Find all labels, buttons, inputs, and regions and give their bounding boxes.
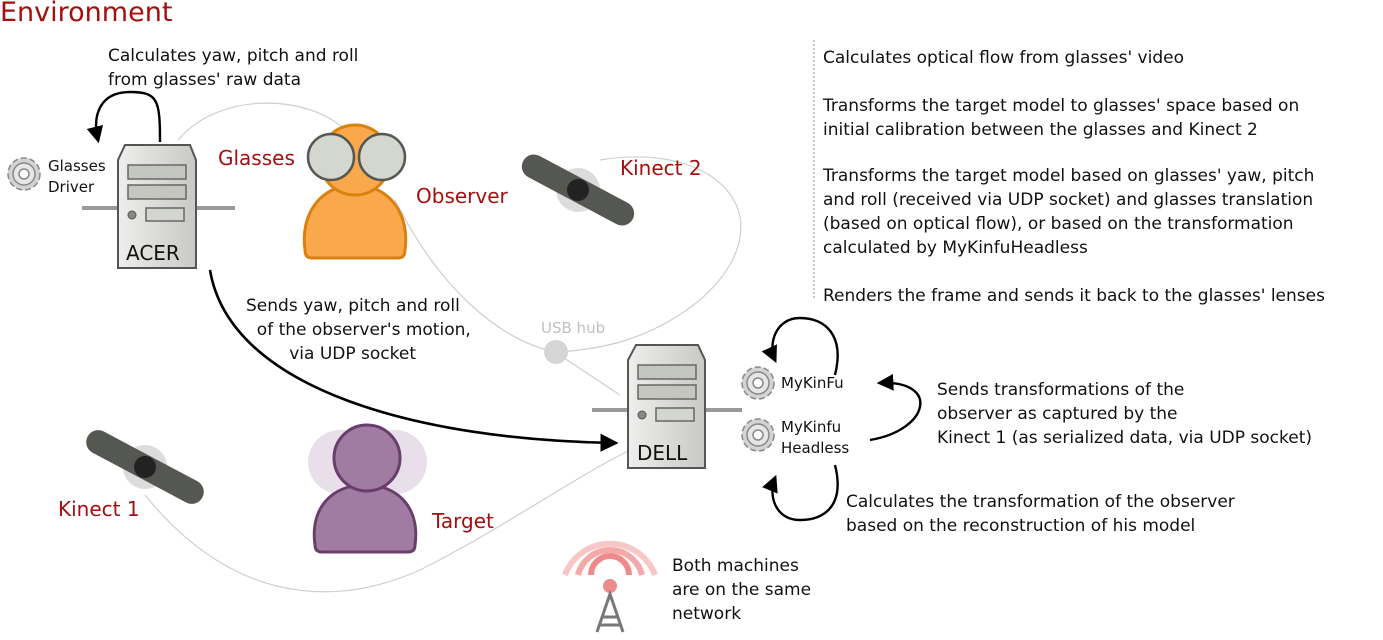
kinect1-label: Kinect 1 [58, 497, 140, 521]
arrow-mykinfu-selfloop [761, 316, 839, 376]
kinect1-icon [86, 430, 204, 504]
gear-icon-glasses-driver [7, 157, 41, 191]
target-label: Target [432, 509, 494, 533]
dell-task-render: Renders the frame and sends it back to t… [823, 286, 1325, 306]
cable-glasses-usbhub [394, 199, 556, 353]
dell-task-transform: Transforms the target model based on gla… [823, 166, 1315, 258]
glasses-driver-label: Glasses Driver [48, 157, 106, 196]
mykinfu-headless-label: MyKinfu Headless [781, 418, 850, 457]
gear-icon-mykinfu-headless [741, 418, 775, 452]
arrow-acer-selfloop [86, 90, 162, 144]
acer-label: ACER [126, 241, 180, 265]
usb-hub-dot [544, 340, 568, 364]
sends-ypr-note: Sends yaw, pitch and roll of the observe… [246, 296, 471, 364]
network-note: Both machines are on the same network [672, 556, 812, 624]
mykinfu-label: MyKinFu [781, 374, 844, 392]
dell-label: DELL [637, 441, 688, 465]
kinect2-icon [521, 154, 635, 226]
arrow-headless-selfloop [762, 464, 839, 522]
dell-server-icon [592, 344, 742, 469]
usb-hub-label: USB hub [541, 319, 606, 337]
cable-kinect1-dell [144, 449, 631, 593]
cable-usbhub-dell [554, 351, 621, 396]
connection-cables [144, 102, 742, 593]
cable-kinect2-usbhub [554, 156, 742, 353]
arrow-acer-to-dell [208, 269, 619, 452]
observer-label: Observer [416, 184, 508, 208]
gear-icon-mykinfu [741, 366, 775, 400]
arrow-headless-to-mykinfu [869, 373, 922, 442]
acer-calc-note: Calculates yaw, pitch and roll from glas… [108, 46, 359, 90]
glasses-icon [306, 132, 407, 182]
glasses-label: Glasses [218, 146, 295, 170]
dell-task-calibration: Transforms the target model to glasses' … [823, 96, 1300, 140]
dell-task-optical-flow: Calculates optical flow from glasses' vi… [823, 48, 1184, 68]
kinect2-label: Kinect 2 [620, 156, 702, 180]
target-person-icon [308, 423, 427, 554]
network-antenna-icon [562, 540, 658, 633]
cable-acer-glasses [177, 102, 346, 141]
sends-transform-note: Sends transformations of the observer as… [937, 380, 1313, 448]
page-title: Environment [0, 0, 173, 28]
acer-server-icon [82, 144, 235, 269]
calc-transform-note: Calculates the transformation of the obs… [846, 492, 1235, 536]
